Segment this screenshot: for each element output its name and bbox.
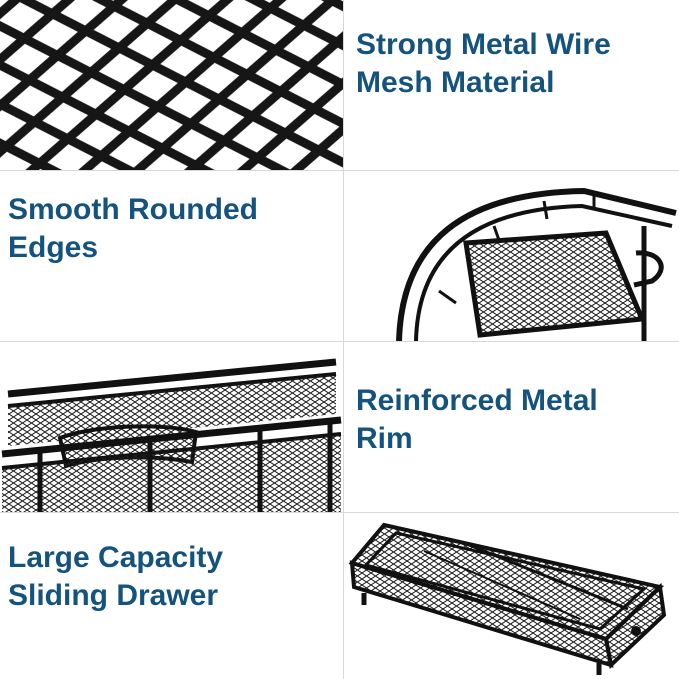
wire-mesh-closeup-photo [0, 0, 343, 170]
feature-cell-metal-rim: Reinforced Metal Rim [344, 342, 679, 512]
feature-label-sliding-drawer: Large Capacity Sliding Drawer [8, 541, 224, 612]
rounded-edge-photo [344, 171, 679, 341]
wire-mesh-closeup-illustration [0, 0, 343, 170]
feature-cell-sliding-drawer: Large Capacity Sliding Drawer [0, 513, 343, 679]
sliding-drawer-photo [344, 513, 679, 679]
feature-label-mesh-material: Strong Metal Wire Mesh Material [356, 28, 611, 99]
metal-rim-photo [0, 342, 343, 512]
feature-cell-rounded-edges: Smooth Rounded Edges [0, 171, 343, 341]
sliding-drawer-illustration [344, 513, 679, 679]
rounded-edge-illustration [344, 171, 679, 341]
metal-rim-illustration [0, 342, 343, 512]
feature-label-metal-rim: Reinforced Metal Rim [356, 384, 598, 455]
feature-cell-mesh-material: Strong Metal Wire Mesh Material [344, 0, 679, 170]
feature-label-rounded-edges: Smooth Rounded Edges [8, 193, 258, 264]
